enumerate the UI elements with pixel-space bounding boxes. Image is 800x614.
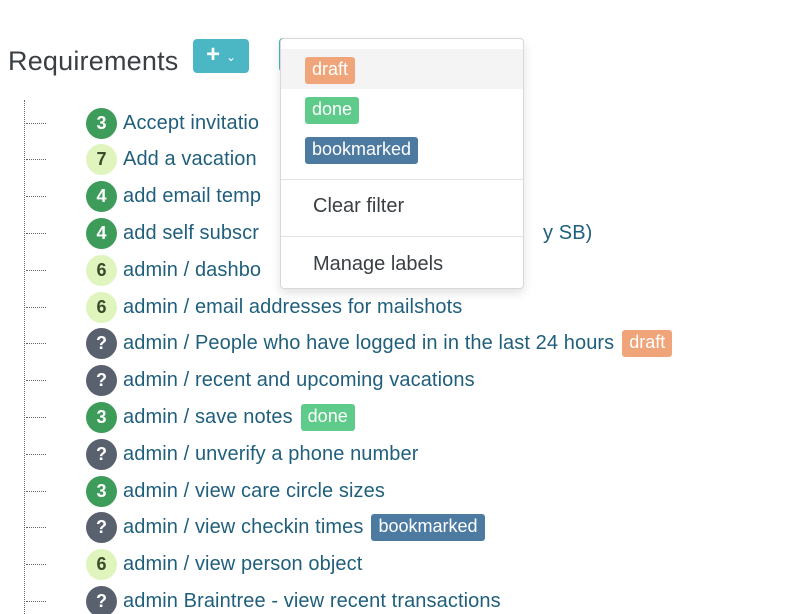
requirement-link[interactable]: add email temp [123,185,262,208]
label-draft: draft [305,57,356,84]
requirement-link[interactable]: admin / unverify a phone number [123,442,419,465]
estimate-badge: 3 [86,401,117,433]
menu-item-done[interactable]: done [281,89,523,129]
list-item: ? admin / recent and upcoming vacations [26,365,475,397]
requirement-link[interactable]: admin / People who have logged in in the… [123,332,615,355]
estimate-badge: ? [86,365,117,397]
requirement-link[interactable]: Add a vacation [123,148,257,171]
estimate-badge: ? [86,512,117,544]
requirement-link[interactable]: admin / view checkin times [123,516,364,539]
requirement-link[interactable]: admin / recent and upcoming vacations [123,369,475,392]
list-item: 4 add email temp [26,181,262,213]
manage-labels-item[interactable]: Manage labels [313,253,444,275]
tree-connector [26,343,46,345]
list-item: 6 admin / dashbo [26,254,262,286]
requirement-link[interactable]: admin / email addresses for mailshots [123,295,463,318]
label-done: done [300,403,355,431]
estimate-badge: ? [86,585,117,614]
estimate-badge: 7 [86,144,117,176]
requirement-link[interactable]: admin / view care circle sizes [123,479,385,502]
list-item: ? admin / view checkin times bookmarked [26,512,485,544]
requirement-link[interactable]: Accept invitatio [123,111,260,134]
list-item: 3 Accept invitatio [26,107,260,139]
plus-icon: + [205,41,220,68]
estimate-badge: 6 [86,291,117,323]
add-requirement-button[interactable]: + ⌄ [193,39,249,73]
label-filter-dropdown: draft done bookmarked Clear filter Manag… [280,38,524,289]
list-item: 3 admin / save notes done [26,401,355,433]
chevron-down-icon: ⌄ [225,50,237,64]
estimate-badge: ? [86,438,117,470]
tree-connector [26,159,46,161]
page-title: Requirements [8,46,179,76]
tree-connector [26,306,46,308]
tree-connector [26,416,46,418]
list-item: 6 admin / view person object [26,549,363,581]
estimate-badge: 6 [86,549,117,581]
tree-connector [26,600,46,602]
requirement-link[interactable]: admin / dashbo [123,258,262,281]
estimate-badge: 4 [86,181,117,213]
estimate-badge: ? [86,328,117,360]
requirement-link[interactable]: admin / save notes [123,405,293,428]
label-done: done [305,97,360,124]
tree-connector [26,453,46,455]
menu-divider [281,236,523,237]
list-item: ? admin / unverify a phone number [26,438,419,470]
menu-item-draft[interactable]: draft [281,49,523,89]
tree-connector [26,196,46,198]
label-bookmarked: bookmarked [371,514,485,542]
list-item: ? admin Braintree - view recent transacti… [26,585,501,614]
tree-connector [26,122,46,124]
tree-line [24,100,25,614]
estimate-badge: 6 [86,254,117,286]
requirement-link[interactable]: admin / view person object [123,553,363,576]
requirement-link-tail[interactable]: y SB) [543,221,593,244]
label-bookmarked: bookmarked [305,137,419,164]
list-item: 3 admin / view care circle sizes [26,475,385,507]
estimate-badge: 3 [86,475,117,507]
tree-connector [26,269,46,271]
tree-connector [26,490,46,492]
menu-divider [281,179,523,180]
list-item: ? admin / People who have logged in in th… [26,328,673,360]
list-item: 6 admin / email addresses for mailshots [26,291,463,323]
estimate-badge: 3 [86,107,117,139]
list-item: 7 Add a vacation [26,144,257,176]
estimate-badge: 4 [86,217,117,249]
clear-filter-item[interactable]: Clear filter [313,195,405,217]
requirement-link[interactable]: admin Braintree - view recent transactio… [123,589,501,612]
tree-connector [26,232,46,234]
list-item: 4 add self subscr y SB) [26,217,592,249]
tree-connector [26,527,46,529]
tree-connector [26,380,46,382]
menu-item-bookmarked[interactable]: bookmarked [281,129,523,169]
tree-connector [26,564,46,566]
label-draft: draft [622,330,673,358]
requirement-link[interactable]: add self subscr [123,221,260,244]
